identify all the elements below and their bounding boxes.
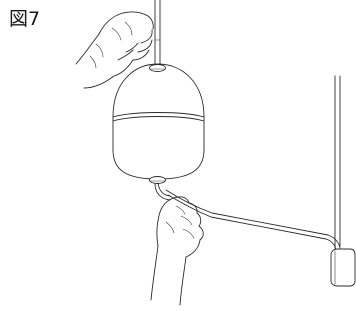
wall-pipe [335,76,340,252]
wall-junction-box [331,249,355,286]
suspension-rod [155,0,160,66]
lower-hand-and-tool [151,183,340,305]
lamp-shade [113,64,204,184]
